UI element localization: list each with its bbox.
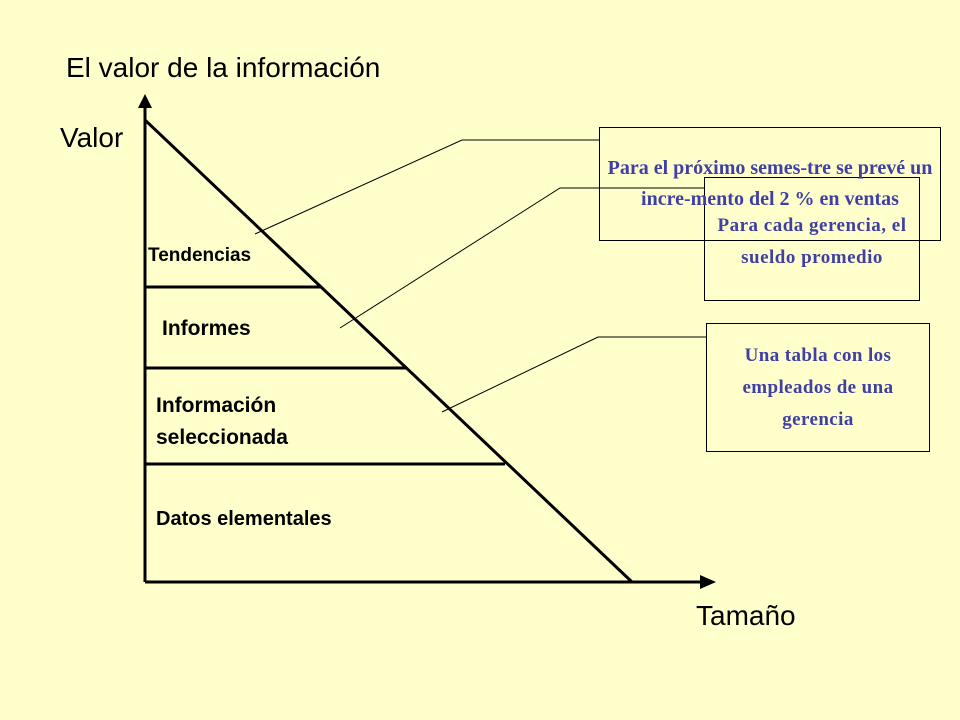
callout-sueldo-text: Para cada gerencia, el sueldo promedio [717, 215, 907, 268]
y-axis-label: Valor [60, 122, 124, 153]
pyramid-hypotenuse [143, 118, 634, 584]
leader-line-sueldo [339, 187, 704, 329]
level-tendencias: Tendencias [148, 245, 252, 266]
level-informacion-seleccionada: Información seleccionada [156, 394, 288, 449]
callout-tabla-text: Una tabla con los empleados de una geren… [742, 344, 894, 430]
callout-ventas-text: Para el próximo semes-tre se prevé un in… [607, 157, 933, 210]
y-axis-arrow [138, 94, 152, 108]
leader-line-ventas [254, 139, 599, 235]
callout-ventas: Para el próximo semes-tre se prevé un in… [599, 127, 941, 241]
callout-tabla: Una tabla con los empleados de una geren… [706, 323, 930, 452]
page-title: El valor de la información [66, 52, 381, 83]
callout-sueldo: Para cada gerencia, el sueldo promedio [704, 177, 920, 301]
x-axis-label: Tamaño [696, 600, 796, 631]
x-axis-arrow [700, 575, 716, 589]
level-informes: Informes [162, 317, 251, 340]
level-datos-elementales: Datos elementales [156, 508, 332, 530]
leader-line-tabla [441, 336, 706, 413]
